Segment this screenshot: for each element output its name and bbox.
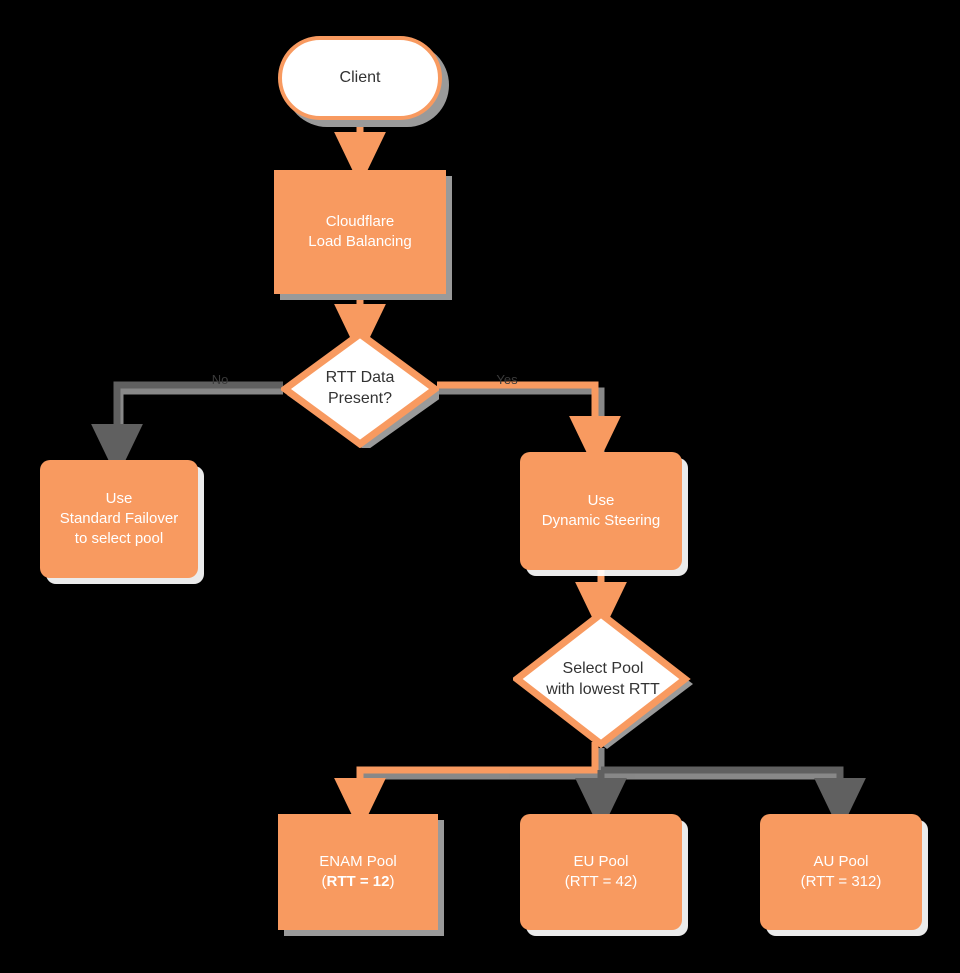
node-standard-failover-label: Use Standard Failover to select pool xyxy=(60,489,178,548)
edge-decision-no xyxy=(91,381,283,478)
node-enam-pool-rtt-close: ) xyxy=(389,873,395,890)
node-au-pool-rtt-open: ( xyxy=(800,873,806,890)
node-standard-failover-line2: Standard Failover xyxy=(59,510,179,528)
node-au-pool-line1: AU Pool xyxy=(813,853,869,871)
edge-label-no-text: No xyxy=(211,372,229,387)
node-load-balancing-label: Cloudflare Load Balancing xyxy=(308,212,411,252)
node-standard-failover[interactable]: Use Standard Failover to select pool xyxy=(40,460,198,578)
node-au-pool[interactable]: AU Pool (RTT = 312) xyxy=(760,814,922,930)
node-eu-pool-rtt-value: RTT = 42 xyxy=(569,873,633,890)
edge-select-to-au xyxy=(601,766,866,832)
node-au-pool-rtt-close: ) xyxy=(876,873,882,890)
node-dynamic-steering-line1: Use xyxy=(587,492,615,510)
edge-label-yes-text: Yes xyxy=(496,372,518,387)
node-rtt-present-line2: Present? xyxy=(327,390,393,407)
node-au-pool-rtt-value: RTT = 312 xyxy=(805,873,877,890)
node-dynamic-steering[interactable]: Use Dynamic Steering xyxy=(520,452,682,570)
node-client[interactable]: Client xyxy=(278,36,442,120)
node-load-balancing-line1: Cloudflare xyxy=(325,213,395,231)
node-client-label: Client xyxy=(339,69,381,87)
edge-label-yes: Yes xyxy=(483,373,531,386)
node-dynamic-steering-line2: Dynamic Steering xyxy=(541,512,661,529)
node-dynamic-steering-label: Use Dynamic Steering xyxy=(542,491,660,531)
node-select-pool-line1: Select Pool xyxy=(562,660,644,678)
node-eu-pool-rtt: (RTT = 42) xyxy=(565,872,637,892)
node-standard-failover-line1: Use xyxy=(105,490,133,508)
node-rtt-present-label: RTT Data Present? xyxy=(281,330,439,448)
node-eu-pool-rtt-close: ) xyxy=(632,873,638,890)
node-standard-failover-line3: to select pool xyxy=(74,529,164,547)
node-rtt-present-line1: RTT Data xyxy=(325,369,395,387)
node-enam-pool-line1: ENAM Pool xyxy=(319,853,397,871)
edge-label-no: No xyxy=(196,373,244,386)
node-eu-pool-label: EU Pool (RTT = 42) xyxy=(565,852,637,892)
node-load-balancing-line2: Load Balancing xyxy=(308,233,412,250)
node-enam-pool-rtt-value: RTT = 12 xyxy=(326,873,390,890)
node-select-pool-label: Select Pool with lowest RTT xyxy=(513,610,693,750)
node-au-pool-rtt: (RTT = 312) xyxy=(801,872,882,892)
node-enam-pool-rtt: (RTT = 12) xyxy=(319,872,397,892)
node-load-balancing[interactable]: Cloudflare Load Balancing xyxy=(274,170,446,294)
edge-decision-yes xyxy=(437,381,621,470)
rtt-present-diamond-shape xyxy=(281,330,439,448)
node-select-pool[interactable]: Select Pool with lowest RTT xyxy=(513,610,693,750)
node-rtt-present[interactable]: RTT Data Present? xyxy=(281,330,439,448)
node-au-pool-label: AU Pool (RTT = 312) xyxy=(801,852,882,892)
edge-select-to-enam xyxy=(334,742,599,832)
node-eu-pool-rtt-open: ( xyxy=(564,873,570,890)
node-eu-pool-line1: EU Pool xyxy=(573,853,629,871)
node-enam-pool-rtt-open: ( xyxy=(321,873,327,890)
select-pool-diamond-shape xyxy=(513,610,693,749)
node-enam-pool-label: ENAM Pool (RTT = 12) xyxy=(319,852,397,892)
node-eu-pool[interactable]: EU Pool (RTT = 42) xyxy=(520,814,682,930)
node-enam-pool[interactable]: ENAM Pool (RTT = 12) xyxy=(278,814,438,930)
node-select-pool-line2: with lowest RTT xyxy=(546,681,660,698)
